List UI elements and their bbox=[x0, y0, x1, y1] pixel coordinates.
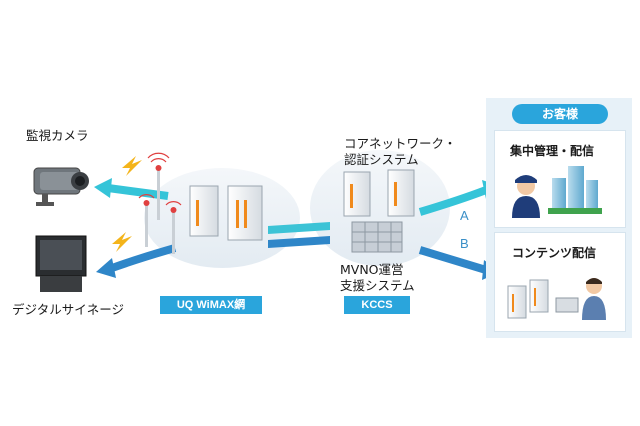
antenna-icon bbox=[147, 152, 170, 220]
arrow-b bbox=[418, 246, 488, 274]
arrow-a bbox=[418, 186, 488, 216]
wimax-network-tag: UQ WiMAX網 bbox=[160, 296, 262, 314]
central-management-title: 集中管理・配信 bbox=[510, 144, 595, 158]
lightning-icon bbox=[122, 156, 142, 176]
kccs-tag: KCCS bbox=[344, 296, 410, 314]
server-icon bbox=[343, 171, 371, 217]
antenna-icon bbox=[165, 201, 182, 254]
lightning-icon bbox=[112, 232, 132, 252]
signage-label: デジタルサイネージ bbox=[12, 302, 125, 317]
server-icon bbox=[387, 169, 415, 217]
antenna-icon bbox=[138, 194, 155, 247]
mvno-label: MVNO運営 bbox=[340, 262, 404, 277]
route-b-label: B bbox=[460, 236, 469, 251]
content-delivery-title: コンテンツ配信 bbox=[512, 246, 597, 260]
rack-server-icon bbox=[351, 221, 403, 253]
link-band-top bbox=[268, 222, 330, 234]
customer-heading: お客様 bbox=[512, 104, 608, 124]
camera-icon bbox=[33, 167, 89, 206]
arrow-to-signage-head bbox=[96, 258, 116, 278]
signage-monitor-icon bbox=[35, 235, 87, 292]
arrow-to-camera-head bbox=[94, 178, 112, 198]
server-icon bbox=[189, 185, 219, 237]
route-a-label: A bbox=[460, 208, 469, 223]
auth-system-label: 認証システム bbox=[344, 152, 419, 167]
core-network-label: コアネットワーク・ bbox=[344, 136, 457, 151]
camera-label: 監視カメラ bbox=[26, 128, 89, 143]
mvno-support-label: 支援システム bbox=[340, 278, 415, 293]
server-icon bbox=[227, 185, 263, 241]
arrow-to-signage bbox=[110, 244, 177, 272]
link-band-bottom bbox=[268, 236, 330, 248]
